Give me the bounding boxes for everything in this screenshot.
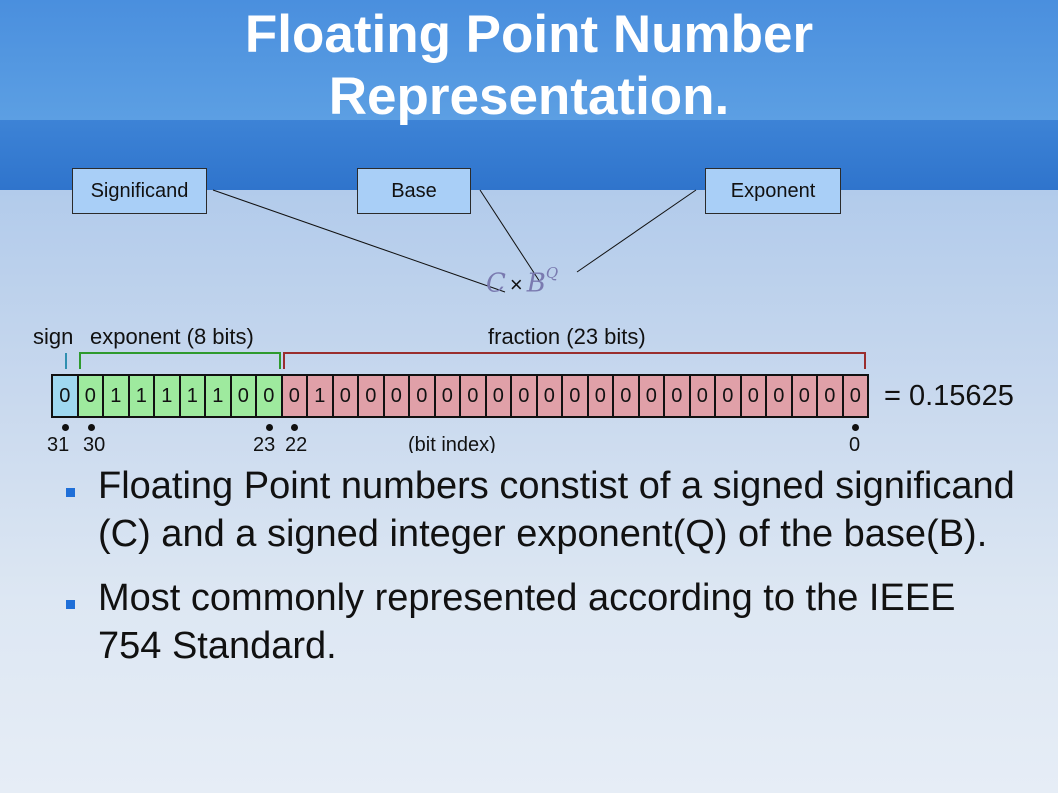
bullet-text: Floating Point numbers constist of a sig… [98, 465, 1015, 555]
fraction-bit: 0 [741, 376, 767, 416]
exponent-bracket [79, 352, 281, 369]
bit-index-label: (bit index) [408, 434, 496, 453]
base-connector [479, 189, 541, 283]
fraction-label: fraction (23 bits) [488, 324, 646, 349]
bullet-item: Floating Point numbers constist of a sig… [66, 462, 1026, 558]
fraction-bit: 0 [333, 376, 359, 416]
bullet-square-icon [66, 600, 75, 609]
exponent-label: exponent (8 bits) [90, 324, 254, 349]
fraction-bit: 0 [792, 376, 818, 416]
fraction-bit: 0 [359, 376, 385, 416]
fraction-bit: 0 [843, 376, 867, 416]
bullet-square-icon [66, 488, 75, 497]
header-band [0, 0, 1058, 120]
slide-header: Floating Point Number Representation. [0, 0, 1058, 190]
exponent-connector [576, 189, 697, 273]
fraction-bit: 0 [282, 376, 308, 416]
title-line-1: Floating Point Number [244, 5, 814, 64]
slide-title: Floating Point Number Representation. [0, 4, 1058, 128]
index-23: 23 [253, 434, 276, 453]
formula-b: B [526, 268, 546, 299]
bullet-text: Most commonly represented according to t… [98, 577, 956, 667]
exponent-bit: 1 [104, 376, 130, 416]
index-dot-0 [852, 424, 859, 431]
fraction-bit: 0 [512, 376, 538, 416]
fraction-bit: 0 [486, 376, 512, 416]
fraction-bit: 0 [639, 376, 665, 416]
fraction-bit: 0 [563, 376, 589, 416]
title-line-2: Representation. [328, 67, 730, 126]
index-31: 31 [47, 434, 70, 453]
fraction-bit: 0 [588, 376, 614, 416]
exponent-bit: 0 [78, 376, 104, 416]
index-dot-31 [62, 424, 69, 431]
fraction-bit: 0 [384, 376, 410, 416]
exponent-bit: 1 [129, 376, 155, 416]
fraction-bit: 0 [767, 376, 793, 416]
formula-c: C [486, 268, 506, 299]
exponent-bit: 1 [206, 376, 232, 416]
fraction-bit: 0 [537, 376, 563, 416]
index-22: 22 [285, 434, 308, 453]
index-dot-30 [88, 424, 95, 431]
exponent-box: Exponent [705, 168, 841, 214]
exponent-bit: 0 [231, 376, 257, 416]
index-dot-22 [291, 424, 298, 431]
index-dot-23 [266, 424, 273, 431]
formula-q: Q [545, 264, 559, 282]
fraction-bit: 0 [461, 376, 487, 416]
fraction-bit: 0 [435, 376, 461, 416]
fraction-bit: 0 [665, 376, 691, 416]
fraction-bracket [283, 352, 866, 369]
fraction-bit: 1 [308, 376, 334, 416]
fraction-bit: 0 [410, 376, 436, 416]
significand-box: Significand [72, 168, 207, 214]
bit-index-labels: 31 30 23 22 (bit index) 0 [47, 434, 861, 453]
fraction-bit: 0 [614, 376, 640, 416]
fraction-bit: 0 [818, 376, 844, 416]
significand-connector [212, 189, 506, 293]
formula-times: × [509, 271, 523, 297]
exponent-bit: 1 [180, 376, 206, 416]
index-30: 30 [83, 434, 106, 453]
fraction-bit: 0 [716, 376, 742, 416]
bullet-item: Most commonly represented according to t… [66, 574, 1026, 670]
fraction-bit: 0 [690, 376, 716, 416]
index-0: 0 [849, 434, 861, 453]
bullet-list: Floating Point numbers constist of a sig… [66, 462, 1026, 686]
sign-label: sign [33, 324, 74, 349]
formula: C×BQ [486, 264, 558, 299]
sign-bit: 0 [53, 376, 79, 416]
exponent-bit: 1 [155, 376, 181, 416]
decimal-value: = 0.15625 [884, 380, 1014, 412]
exponent-bit: 0 [257, 376, 283, 416]
base-box: Base [357, 168, 471, 214]
